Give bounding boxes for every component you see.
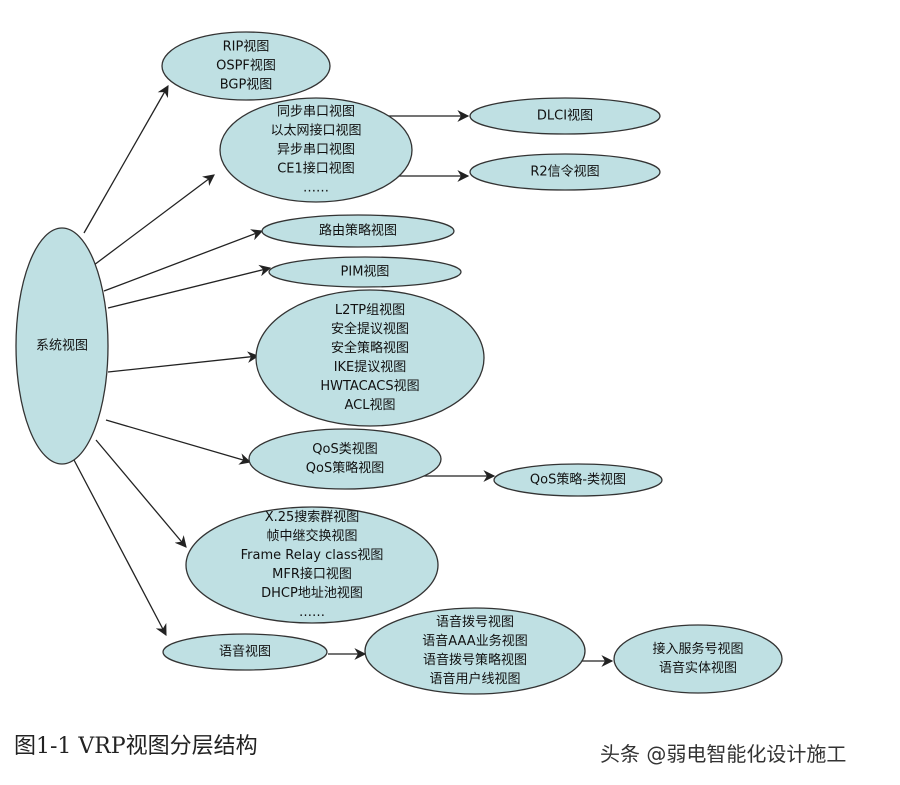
- node-r2: R2信令视图: [469, 153, 661, 191]
- node-pim: PIM视图: [268, 256, 462, 288]
- node-r2-label: R2信令视图: [530, 165, 599, 180]
- node-voice-sub-ellipse: [364, 607, 586, 695]
- node-wan-ellipse: [185, 506, 439, 624]
- node-voice-sub-label: 语音拨号策略视图: [423, 652, 527, 668]
- node-system: 系统视图: [15, 227, 109, 465]
- node-wan-label: DHCP地址池视图: [261, 586, 363, 601]
- node-voice-sub-label: 语音拨号视图: [436, 614, 514, 630]
- node-voice: 语音视图: [162, 633, 328, 671]
- node-qos-ellipse: [248, 428, 442, 490]
- node-wan-label: Frame Relay class视图: [241, 548, 384, 563]
- node-security-label: HWTACACS视图: [320, 379, 419, 394]
- node-system-label: 系统视图: [36, 339, 88, 354]
- node-security-label: ACL视图: [345, 398, 396, 413]
- node-qos-policy-class: QoS策略-类视图: [493, 463, 663, 497]
- node-security-label: 安全策略视图: [331, 340, 409, 356]
- node-qos: QoS类视图 QoS策略视图: [248, 428, 442, 490]
- node-security-ellipse: [255, 289, 485, 427]
- arrow-system-to-wan: [95, 439, 187, 548]
- node-voice-label: 语音视图: [219, 644, 271, 660]
- node-pim-label: PIM视图: [341, 265, 390, 280]
- node-wan-label: MFR接口视图: [272, 566, 352, 582]
- node-routing-protocols-label: RIP视图: [223, 40, 270, 55]
- node-voice-entity-label: 接入服务号视图: [652, 641, 743, 657]
- node-qos-policy-class-ellipse: [493, 463, 663, 497]
- node-interfaces-label: 同步串口视图: [277, 105, 355, 120]
- node-wan-label: ……: [299, 605, 325, 620]
- node-voice-ellipse: [162, 633, 328, 671]
- node-voice-sub-label: 语音用户线视图: [429, 671, 520, 687]
- node-routing-protocols: RIP视图 OSPF视图 BGP视图: [161, 31, 331, 101]
- node-voice-entity-label: 语音实体视图: [659, 660, 737, 676]
- node-route-policy: 路由策略视图: [261, 214, 455, 248]
- node-route-policy-ellipse: [261, 214, 455, 248]
- node-routing-protocols-label: OSPF视图: [216, 59, 276, 74]
- arrow-system-to-route-policy: [103, 229, 264, 292]
- node-security-label: IKE提议视图: [334, 359, 407, 375]
- figure-caption: 图1-1 VRP视图分层结构: [14, 734, 258, 759]
- node-security-label: L2TP组视图: [335, 303, 405, 318]
- node-interfaces-ellipse: [219, 97, 413, 203]
- node-routing-protocols-ellipse: [161, 31, 331, 101]
- node-route-policy-label: 路由策略视图: [319, 223, 397, 239]
- node-qos-label: QoS策略视图: [306, 460, 384, 476]
- node-voice-entity-ellipse: [613, 624, 783, 694]
- arrow-system-to-interfaces: [93, 174, 215, 266]
- node-voice-sub-label: 语音AAA业务视图: [422, 633, 527, 649]
- arrow-system-to-pim: [107, 264, 272, 309]
- arrow-system-to-routing-protocols: [83, 84, 169, 234]
- arrow-system-to-voice: [73, 459, 167, 637]
- node-dlci-label: DLCI视图: [537, 109, 593, 124]
- node-security-label: 安全提议视图: [331, 321, 409, 337]
- node-interfaces-label: ……: [303, 181, 329, 196]
- node-interfaces-label: 异步串口视图: [277, 143, 355, 158]
- node-routing-protocols-label: BGP视图: [220, 78, 273, 93]
- arrow-system-to-qos: [105, 419, 252, 465]
- node-qos-label: QoS类视图: [312, 442, 377, 457]
- node-r2-ellipse: [469, 153, 661, 191]
- node-dlci-ellipse: [469, 97, 661, 135]
- node-wan-label: 帧中继交换视图: [266, 528, 357, 544]
- node-dlci: DLCI视图: [469, 97, 661, 135]
- watermark: 头条 @弱电智能化设计施工: [600, 742, 847, 766]
- node-interfaces-label: CE1接口视图: [277, 161, 355, 177]
- node-interfaces-label: 以太网接口视图: [270, 123, 361, 139]
- node-pim-ellipse: [268, 256, 462, 288]
- arrow-system-to-security: [107, 351, 260, 373]
- node-wan-label: X.25搜索群视图: [265, 510, 360, 525]
- node-system-ellipse: [15, 227, 109, 465]
- node-qos-policy-class-label: QoS策略-类视图: [530, 472, 626, 488]
